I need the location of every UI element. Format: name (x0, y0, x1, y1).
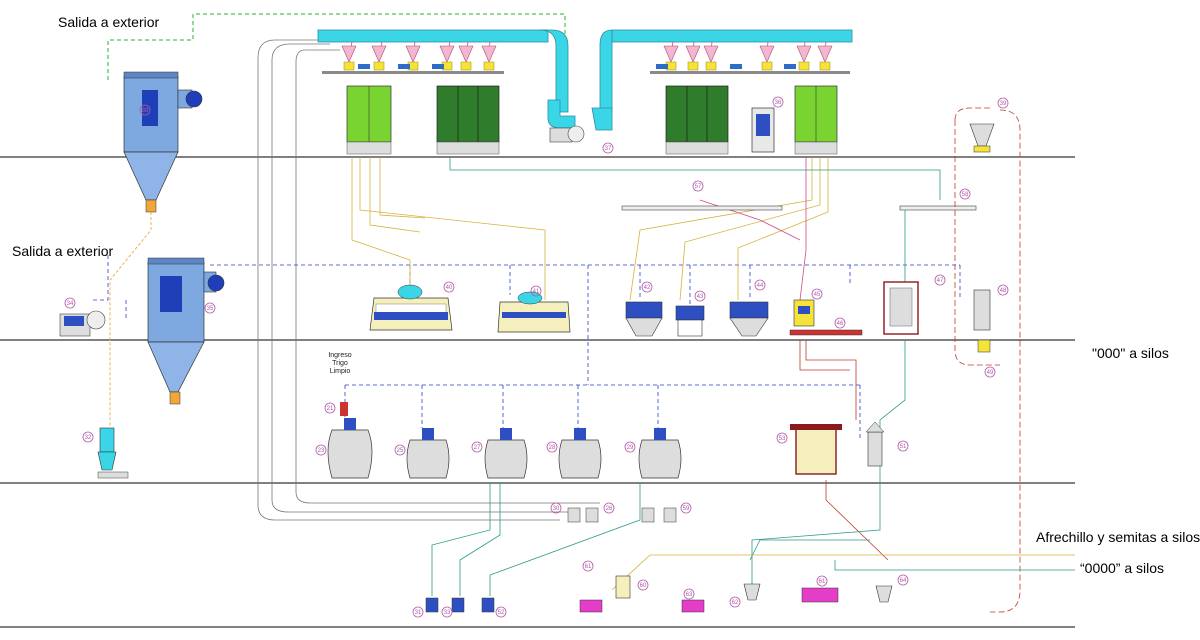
num-28: 28 (549, 445, 556, 451)
num-52: 52 (498, 610, 505, 616)
num-30: 30 (553, 506, 560, 512)
num-38: 38 (142, 108, 149, 114)
conveyor-bar-left (322, 71, 504, 74)
bottom-equipment (425, 575, 893, 613)
bottom-lines (431, 466, 1075, 596)
num-59: 59 (683, 506, 690, 512)
num-47: 47 (937, 278, 944, 284)
label-wheat-intake: Ingreso Trigo Limpio (320, 352, 360, 376)
wheat-intake-valve (340, 402, 348, 416)
label-exit-mid: Salida a exterior (12, 243, 114, 259)
label-bran-silos: Afrechillo y semitas a silos (1036, 529, 1200, 545)
num-34: 34 (67, 301, 74, 307)
equipment-number-markers: 38 34 35 32 37 36 57 58 39 40 41 42 43 4… (64, 96, 1009, 618)
conveyor-bar-right (650, 71, 850, 74)
fan-34 (59, 310, 106, 337)
line-38-to-32 (109, 212, 152, 428)
num-64: 64 (900, 578, 907, 584)
line-exit-mid (90, 255, 109, 301)
num-45: 45 (814, 292, 821, 298)
num-42: 42 (644, 285, 651, 291)
num-31: 31 (415, 610, 422, 616)
label-000-silos: "000" a silos (1092, 345, 1169, 361)
conveyor-57 (621, 205, 783, 211)
roller-mill-group-1 (346, 85, 392, 155)
label-0000-silos: “0000” a silos (1080, 560, 1165, 576)
wheat-intake-line-1: Ingreso (328, 352, 352, 359)
num-48: 48 (1000, 288, 1007, 294)
num-25: 25 (397, 448, 404, 454)
num-60: 60 (640, 583, 647, 589)
num-64-mixer: 61 (819, 579, 826, 585)
dust-filter-38 (123, 71, 203, 213)
detachers (567, 507, 677, 523)
num-63: 63 (686, 592, 693, 598)
num-26: 26 (606, 506, 613, 512)
roller-mill-group-2 (436, 85, 500, 155)
bran-line (611, 554, 1075, 591)
wheat-intake-line-2: Trigo (332, 360, 348, 367)
wheat-intake-line-3: Limpio (329, 368, 351, 375)
airlocks (343, 61, 831, 71)
small-cyclones (341, 45, 833, 63)
num-39: 39 (1000, 101, 1007, 107)
fan-37 (549, 125, 585, 143)
pneumatic-duct (317, 29, 853, 131)
rebolt-51 (865, 421, 885, 467)
sifter-43 (675, 305, 705, 337)
num-32: 32 (85, 435, 92, 441)
roller-mill-group-3 (665, 85, 729, 155)
cyclone-39 (969, 123, 995, 153)
bagging-unit-32 (97, 427, 129, 479)
num-35: 35 (207, 306, 214, 312)
num-53: 53 (779, 436, 786, 442)
purifier-41 (497, 291, 571, 333)
num-61: 61 (585, 564, 592, 570)
num-44: 44 (757, 283, 764, 289)
product-lines-pink (699, 157, 807, 301)
num-40: 40 (446, 285, 453, 291)
sifter-53 (790, 424, 842, 475)
num-23: 23 (318, 448, 325, 454)
dust-filter-35 (147, 257, 225, 405)
num-46: 46 (837, 321, 844, 327)
num-62: 62 (732, 600, 739, 606)
num-27: 27 (474, 445, 481, 451)
num-43: 43 (697, 294, 704, 300)
conveyor-56 (899, 205, 977, 211)
num-49: 49 (987, 370, 994, 376)
num-51: 51 (900, 444, 907, 450)
plansifter-row (327, 418, 682, 479)
num-57: 57 (695, 184, 702, 190)
num-21: 21 (327, 406, 334, 412)
roller-mill-group-4 (794, 85, 838, 155)
aspiration-network (125, 264, 961, 440)
num-58: 58 (962, 192, 969, 198)
sifter-47 (883, 281, 919, 335)
sifter-42 (625, 301, 663, 337)
num-33: 33 (444, 610, 451, 616)
num-29: 29 (627, 445, 634, 451)
num-36: 36 (775, 100, 782, 106)
num-41: 41 (533, 289, 540, 295)
return-pipes (257, 39, 600, 521)
purifier-40 (369, 284, 453, 331)
num-37: 37 (605, 146, 612, 152)
air-lift-pipes (347, 41, 827, 61)
packer-48 (973, 289, 991, 353)
bran-finisher (751, 107, 775, 153)
return-loop-right (954, 107, 1021, 613)
sifter-44 (729, 301, 769, 337)
product-lines-yellow (351, 157, 829, 301)
bran-duster-45 (789, 299, 863, 336)
label-exit-top: Salida a exterior (58, 14, 160, 30)
